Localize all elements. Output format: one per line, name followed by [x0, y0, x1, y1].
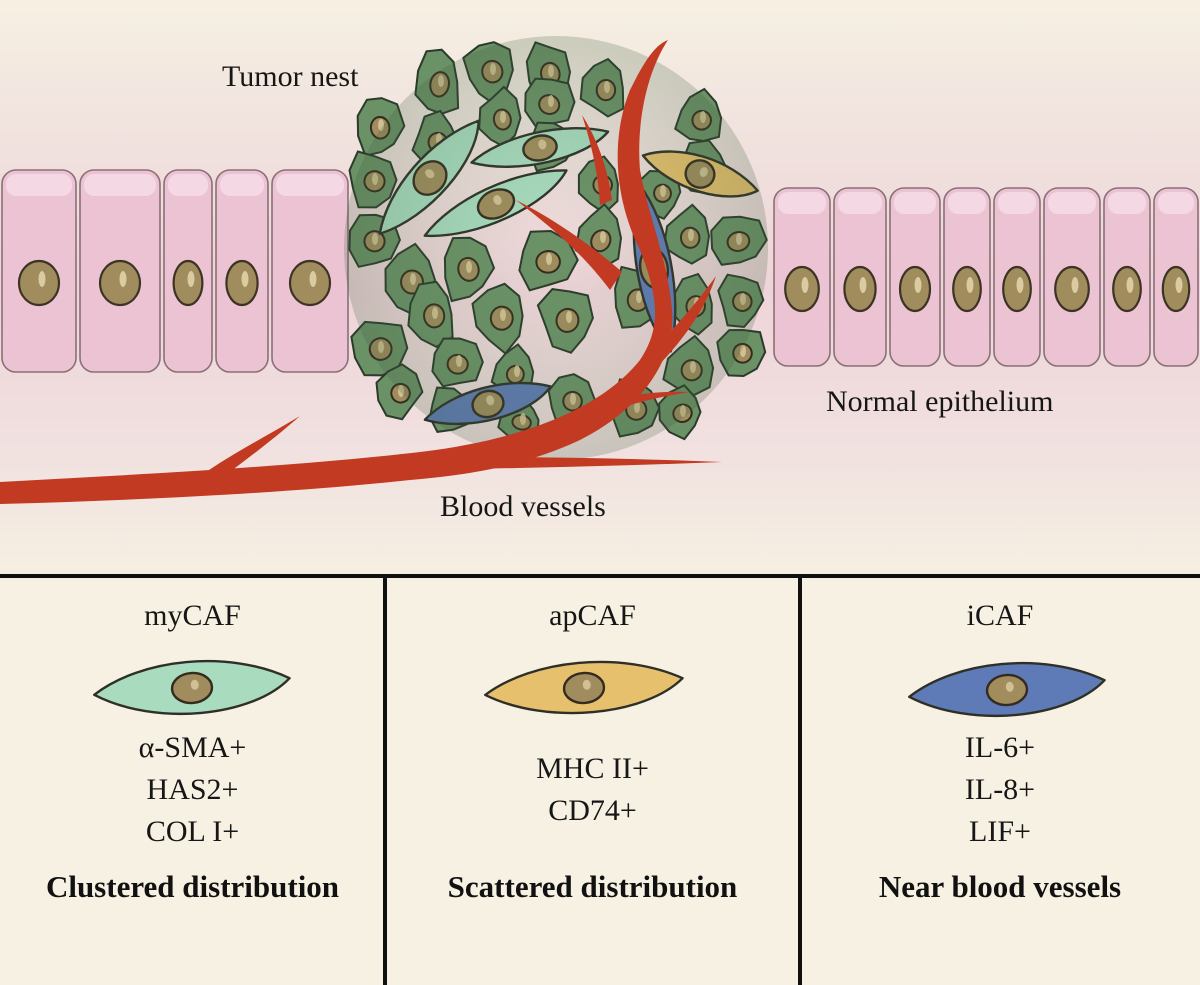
epithelial-cell: [1043, 187, 1101, 367]
marker: MHC II+: [536, 752, 649, 785]
marker: CD74+: [548, 794, 637, 827]
epithelial-cell: [1153, 187, 1199, 367]
epithelial-cell: [833, 187, 887, 367]
vessel-branch-top: [582, 115, 612, 205]
epithelial-cell: [773, 187, 831, 367]
epithelial-cell: [79, 169, 161, 373]
icaf-distribution: Near blood vessels: [878, 869, 1122, 904]
vessel-branch-upper-left: [516, 200, 622, 290]
marker: HAS2+: [146, 773, 239, 806]
epithelial-cell: [993, 187, 1041, 367]
normal-epithelium-label: Normal epithelium: [826, 385, 1054, 418]
epithelium-right: [773, 187, 1199, 367]
panel-background: [0, 577, 1200, 985]
apcaf-legend-cell: [484, 660, 684, 715]
vessel-branch-right: [420, 457, 722, 470]
panel-icaf: iCAF IL-6+ IL-8+ LIF+ Near blood vessels: [800, 577, 1200, 985]
epithelium-left: [1, 169, 349, 373]
vessel-branch-lower: [560, 391, 690, 432]
marker: IL-6+: [964, 731, 1036, 764]
icaf-legend-cell: [908, 661, 1106, 718]
tumor-nest: [344, 36, 768, 460]
tumor-nest-label: Tumor nest: [222, 60, 359, 93]
icaf-markers: IL-6+ IL-8+ LIF+: [800, 727, 1200, 853]
panel-mycaf: myCAF α-SMA+ HAS2+ COL I+ Clustered dist…: [0, 577, 385, 985]
marker: IL-8+: [964, 773, 1036, 806]
marker: COL I+: [145, 815, 240, 848]
marker: α-SMA+: [138, 731, 247, 764]
epithelial-cell: [889, 187, 941, 367]
mycaf-title: myCAF: [144, 599, 241, 632]
mycaf-markers: α-SMA+ HAS2+ COL I+: [0, 727, 385, 853]
marker: LIF+: [969, 815, 1031, 848]
blood-vessels-label: Blood vessels: [440, 490, 606, 523]
apcaf-title: apCAF: [549, 599, 636, 632]
apcaf-distribution: Scattered distribution: [447, 869, 738, 904]
mycaf-distribution: Clustered distribution: [45, 869, 340, 904]
epithelial-cell: [1103, 187, 1151, 367]
apcaf-markers: MHC II+ CD74+: [385, 748, 800, 832]
blood-vessels: [0, 40, 722, 504]
legend-cells: [93, 659, 1106, 718]
panel-frame: [0, 574, 1200, 985]
epithelial-cell: [215, 169, 269, 373]
vessel-branch-mid-right: [640, 276, 716, 372]
vessel-branch-lower-left: [190, 416, 300, 484]
panel-apcaf: apCAF MHC II+ CD74+ Scattered distributi…: [385, 577, 800, 985]
icaf-title: iCAF: [966, 599, 1034, 632]
epithelial-cell: [163, 169, 213, 373]
mycaf-legend-cell: [93, 659, 291, 716]
epithelial-cell: [1, 169, 77, 373]
epithelial-cell: [943, 187, 991, 367]
epithelial-cell: [271, 169, 349, 373]
